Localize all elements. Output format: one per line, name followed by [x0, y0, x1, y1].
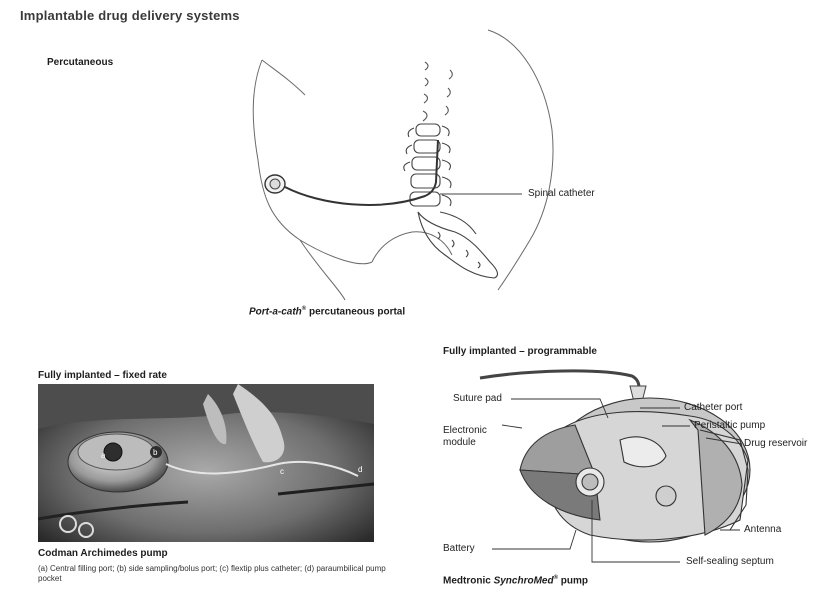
electronic-module-label: Electronic module	[443, 425, 503, 449]
self-sealing-septum-label: Self-sealing septum	[686, 556, 774, 567]
synchromed-caption: Medtronic SynchroMed® pump	[443, 575, 588, 586]
synchromed-name: SynchroMed	[494, 575, 554, 586]
suture-pad-label: Suture pad	[453, 393, 502, 404]
drug-reservoir-label: Drug reservoir	[744, 438, 807, 449]
antenna-label: Antenna	[744, 524, 781, 535]
catheter-port-label: Catheter port	[684, 402, 742, 413]
battery-label: Battery	[443, 543, 475, 554]
synchromed-caption-pre: Medtronic	[443, 575, 494, 586]
peristaltic-pump-label: Peristaltic pump	[694, 420, 765, 431]
synchromed-caption-rest: pump	[558, 575, 588, 586]
